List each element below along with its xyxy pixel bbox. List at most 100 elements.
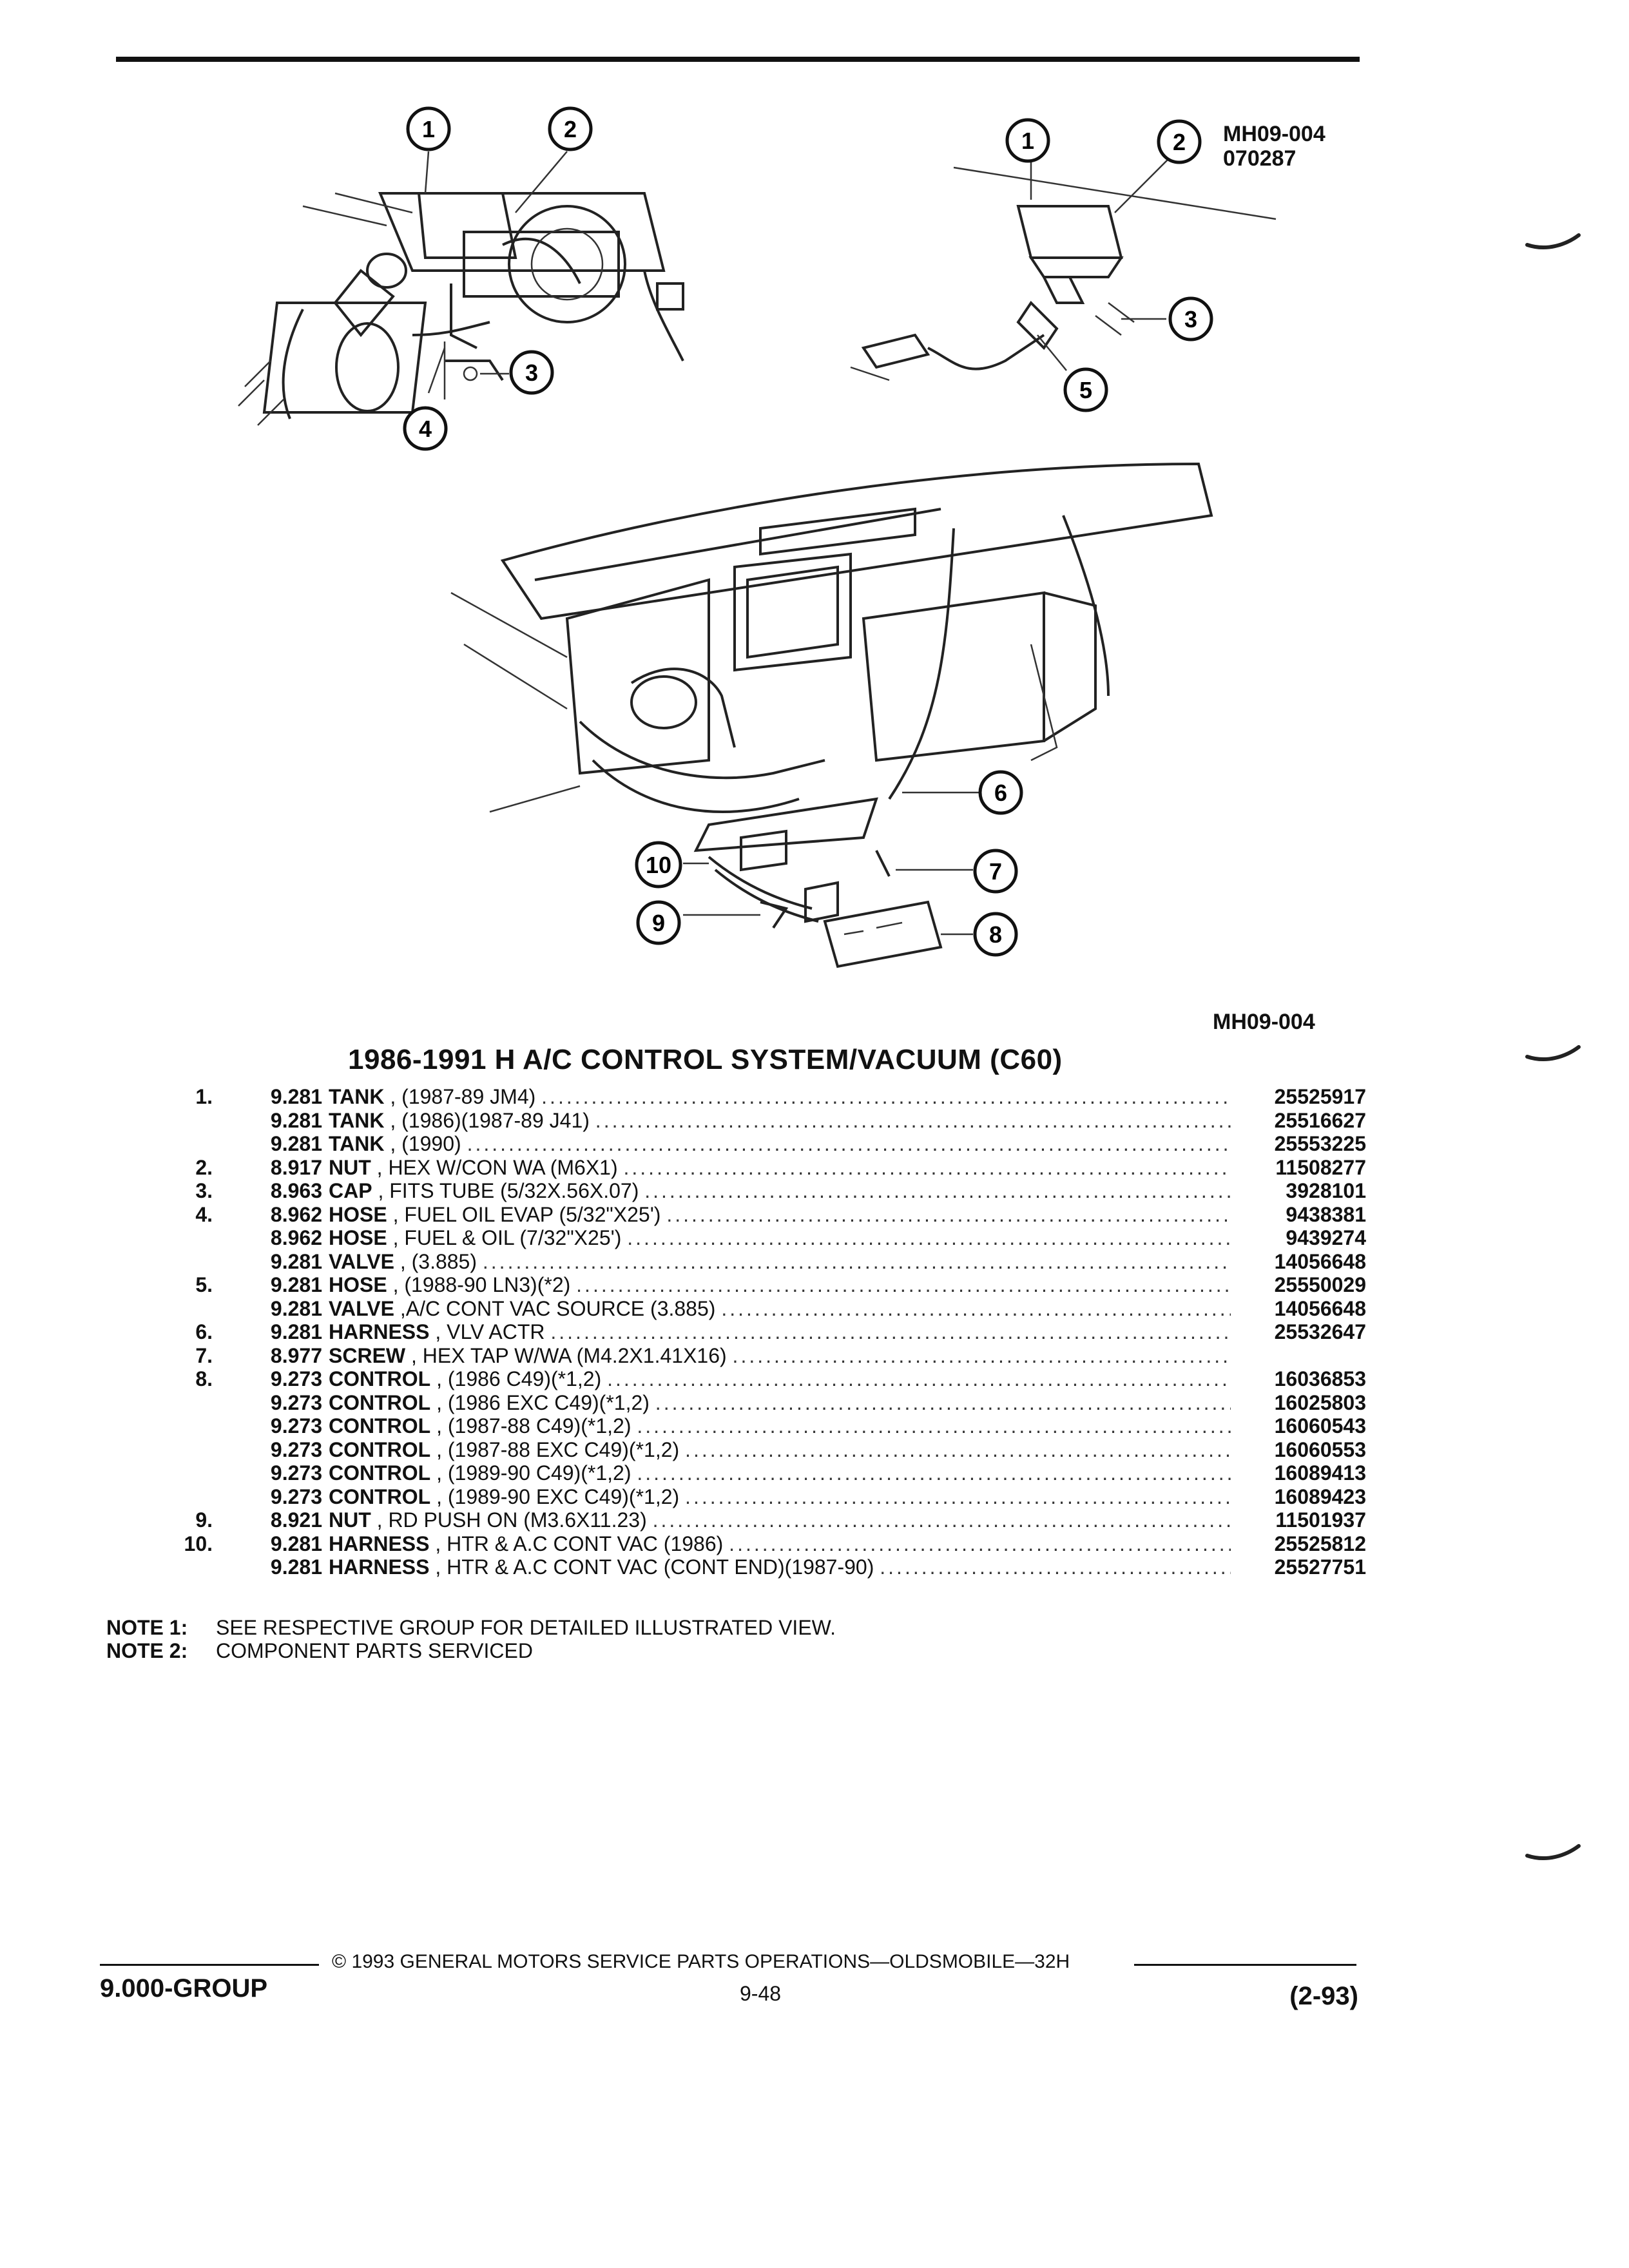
parts-row: 4. 8.962 HOSE , FUEL OIL EVAP (5/32"X25'… [142,1203,1366,1227]
part-number: 16025803 [1274,1390,1366,1414]
item-number: 2. [195,1155,213,1179]
group-number: 9.273 [270,1367,322,1390]
right-tank-view [850,166,1277,381]
note-text: SEE RESPECTIVE GROUP FOR DETAILED ILLUST… [216,1616,836,1639]
item-number: 3. [195,1179,213,1202]
parts-row: 9.281 TANK , (1986)(1987-89 J41) .......… [142,1109,1366,1133]
parts-row: 5. 9.281 HOSE , (1988-90 LN3)(*2) ......… [142,1273,1366,1297]
svg-text:10: 10 [646,852,671,878]
group-number: 8.977 [270,1343,322,1367]
callout-9: 9 [636,900,681,945]
group-number: 8.962 [270,1226,322,1249]
callout-3b: 3 [1168,296,1213,341]
svg-text:2: 2 [1173,129,1186,155]
parts-row: 1. 9.281 TANK , (1987-89 JM4) ..........… [142,1085,1366,1109]
part-description: HOSE , FUEL & OIL (7/32"X25') ..........… [329,1226,1231,1249]
parts-row: 10. 9.281 HARNESS , HTR & A.C CONT VAC (… [142,1532,1366,1556]
parts-row: 9.273 CONTROL , (1987-88 EXC C49)(*1,2) … [142,1438,1366,1462]
parts-row: 8.962 HOSE , FUEL & OIL (7/32"X25') ....… [142,1226,1366,1250]
parts-row: 2. 8.917 NUT , HEX W/CON WA (M6X1) .....… [142,1156,1366,1180]
item-number: 5. [195,1273,213,1296]
group-number: 9.281 [270,1249,322,1273]
item-number: 9. [195,1508,213,1532]
group-number: 9.281 [270,1296,322,1320]
group-number: 8.963 [270,1179,322,1202]
part-number: 25527751 [1274,1555,1366,1579]
note-label: NOTE 2: [106,1639,188,1662]
parts-row: 8. 9.273 CONTROL , (1986 C49)(*1,2) ....… [142,1367,1366,1391]
part-description: VALVE ,A/C CONT VAC SOURCE (3.885) .....… [329,1296,1231,1320]
left-engine-view [238,192,684,426]
parts-row: 9.281 VALVE ,A/C CONT VAC SOURCE (3.885)… [142,1297,1366,1321]
group-number: 9.281 [270,1273,322,1296]
group-number: 9.281 [270,1532,322,1555]
center-dash-view [450,462,1213,968]
part-number: 25532647 [1274,1320,1366,1343]
part-description: CONTROL , (1989-90 C49)(*1,2) ..........… [329,1461,1231,1485]
item-number: 8. [195,1367,213,1390]
part-description: CONTROL , (1986 C49)(*1,2) .............… [329,1367,1231,1390]
svg-text:4: 4 [419,416,432,442]
note-text: COMPONENT PARTS SERVICED [216,1639,533,1662]
part-description: HOSE , FUEL OIL EVAP (5/32"X25') .......… [329,1202,1231,1226]
part-description: CONTROL , (1987-88 EXC C49)(*1,2) ......… [329,1437,1231,1461]
group-number: 8.921 [270,1508,322,1532]
part-number: 25553225 [1274,1132,1366,1155]
footer-rule-right [1134,1964,1356,1966]
group-number: 8.917 [270,1155,322,1179]
callout-1b: 1 [1005,118,1050,163]
parts-row: 9.281 VALVE , (3.885) ..................… [142,1250,1366,1274]
group-number: 9.281 [270,1108,322,1132]
svg-text:3: 3 [1184,306,1197,332]
parts-row: 7. 8.977 SCREW , HEX TAP W/WA (M4.2X1.41… [142,1344,1366,1368]
svg-text:2: 2 [564,116,577,142]
callout-6: 6 [978,770,1023,815]
callout-2b: 2 [1157,119,1202,164]
svg-text:7: 7 [989,858,1002,885]
item-number: 6. [195,1320,213,1343]
item-number: 1. [195,1085,213,1108]
part-description: VALVE , (3.885) ........................… [329,1249,1231,1273]
figure-caption-code: MH09-004 [1213,1010,1315,1034]
part-number: 25525917 [1274,1085,1366,1108]
parts-row: 9.273 CONTROL , (1989-90 EXC C49)(*1,2) … [142,1485,1366,1509]
section-title: 1986-1991 H A/C CONTROL SYSTEM/VACUUM (C… [348,1044,1063,1075]
part-number: 11501937 [1275,1508,1366,1532]
group-number: 8.962 [270,1202,322,1226]
svg-text:8: 8 [989,921,1002,948]
part-description: NUT , HEX W/CON WA (M6X1) ..............… [329,1155,1231,1179]
parts-list: 1. 9.281 TANK , (1987-89 JM4) ..........… [142,1085,1366,1579]
svg-text:9: 9 [652,910,665,936]
parts-row: 9.281 HARNESS , HTR & A.C CONT VAC (CONT… [142,1555,1366,1579]
margin-marks [1525,233,1581,1861]
parts-row: 3. 8.963 CAP , FITS TUBE (5/32X.56X.07) … [142,1179,1366,1203]
group-number: 9.273 [270,1461,322,1485]
part-description: CAP , FITS TUBE (5/32X.56X.07) .........… [329,1179,1231,1202]
group-number: 9.281 [270,1085,322,1108]
item-number: 4. [195,1202,213,1226]
part-description: HARNESS , HTR & A.C CONT VAC (CONT END)(… [329,1555,1231,1579]
svg-text:3: 3 [525,360,538,386]
part-description: NUT , RD PUSH ON (M3.6X11.23) ..........… [329,1508,1231,1532]
part-number: 16060543 [1274,1414,1366,1437]
svg-text:1: 1 [1021,128,1034,154]
parts-row: 9.273 CONTROL , (1989-90 C49)(*1,2) ....… [142,1461,1366,1485]
note-1: NOTE 1:SEE RESPECTIVE GROUP FOR DETAILED… [106,1616,836,1639]
parts-row: 9.273 CONTROL , (1986 EXC C49)(*1,2) ...… [142,1391,1366,1415]
item-number: 10. [184,1532,213,1555]
part-number: 9438381 [1286,1202,1366,1226]
part-number: 14056648 [1274,1296,1366,1320]
figure-sub-code: 070287 [1223,146,1296,171]
svg-text:6: 6 [994,780,1007,806]
group-number: 9.273 [270,1414,322,1437]
part-number: 11508277 [1275,1155,1366,1179]
part-description: SCREW , HEX TAP W/WA (M4.2X1.41X16) ....… [329,1343,1231,1367]
part-number: 3928101 [1286,1179,1366,1202]
group-number: 9.281 [270,1320,322,1343]
part-number: 25525812 [1274,1532,1366,1555]
callout-4: 4 [403,406,448,451]
part-number: 14056648 [1274,1249,1366,1273]
part-description: CONTROL , (1989-90 EXC C49)(*1,2) ......… [329,1485,1231,1508]
part-description: TANK , (1986)(1987-89 J41) .............… [329,1108,1231,1132]
note-2: NOTE 2: COMPONENT PARTS SERVICED [106,1639,836,1662]
